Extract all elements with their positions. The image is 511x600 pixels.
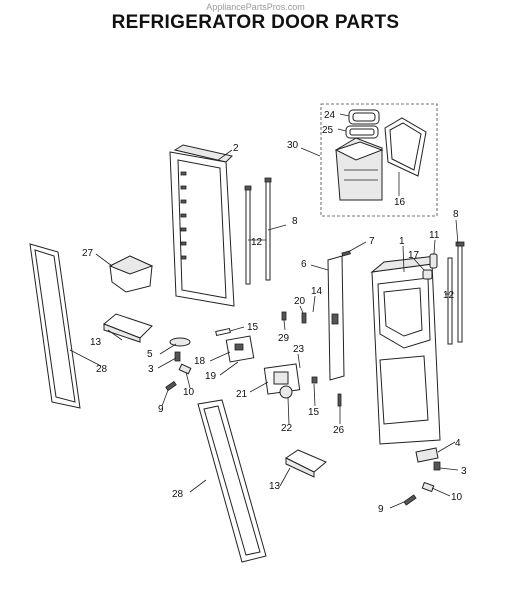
part-1-right-door (370, 255, 441, 445)
callout-3-left: 3 (148, 364, 154, 375)
part-6-channel (327, 255, 345, 381)
callout-15-upper: 15 (247, 322, 259, 333)
callout-12-right: 12 (443, 290, 455, 301)
callout-8-left: 8 (292, 216, 298, 227)
callout-29: 29 (278, 333, 290, 344)
callout-20: 20 (294, 296, 306, 307)
callout-18: 18 (194, 356, 206, 367)
callout-23: 23 (293, 344, 305, 355)
callout-10-right: 10 (451, 492, 463, 503)
callout-25: 25 (322, 125, 334, 136)
callout-22: 22 (281, 423, 293, 434)
callout-24: 24 (324, 110, 336, 121)
part-24-gasket (348, 109, 380, 125)
callout-4: 4 (455, 438, 461, 449)
callout-27: 27 (82, 248, 94, 259)
part-28-right-gasket (197, 399, 267, 563)
callout-26: 26 (333, 425, 345, 436)
part-25-seal (345, 125, 379, 139)
callout-2: 2 (233, 143, 239, 154)
part-16-panel (384, 117, 427, 177)
callout-13-right: 13 (269, 481, 281, 492)
callout-28-right: 28 (172, 489, 184, 500)
part-2-left-door-liner (169, 144, 235, 307)
part-28-left-gasket (29, 243, 81, 409)
callout-9-left: 9 (158, 404, 164, 415)
ice-bin-assembly-box (320, 103, 438, 217)
callout-28-left: 28 (96, 364, 108, 375)
callout-17: 17 (408, 250, 420, 261)
callout-19: 19 (205, 371, 217, 382)
callout-21: 21 (236, 389, 248, 400)
callout-14: 14 (311, 286, 323, 297)
dispenser-parts (215, 311, 342, 407)
part-13-left-door-shelf (103, 313, 153, 343)
callout-10-left: 10 (183, 387, 195, 398)
callout-11: 11 (429, 230, 440, 241)
diagram-title: REFRIGERATOR DOOR PARTS (111, 12, 400, 33)
callout-12-left: 12 (251, 237, 263, 248)
watermark: AppliancePartsPros.com (206, 2, 305, 12)
callout-30: 30 (287, 140, 299, 151)
part-27-bin (108, 255, 154, 293)
callout-8-right: 8 (453, 209, 459, 220)
part-13-right-door-shelf (285, 449, 327, 478)
callout-13-left: 13 (90, 337, 102, 348)
left-hinge-parts (165, 337, 192, 392)
callout-15-lower: 15 (308, 407, 320, 418)
callout-3-right: 3 (461, 466, 467, 477)
right-hinge-parts (403, 447, 441, 506)
part-12-right-rails (447, 241, 465, 345)
parts-11-17 (422, 253, 438, 280)
callout-9-right: 9 (378, 504, 384, 515)
callout-5: 5 (147, 349, 153, 360)
callout-6: 6 (301, 259, 307, 270)
part-12-left-rails (244, 177, 272, 285)
part-30-ice-container (334, 137, 384, 201)
callout-7: 7 (369, 236, 375, 247)
callout-16: 16 (394, 197, 406, 208)
leader-lines (69, 113, 459, 509)
callout-1: 1 (399, 236, 405, 247)
